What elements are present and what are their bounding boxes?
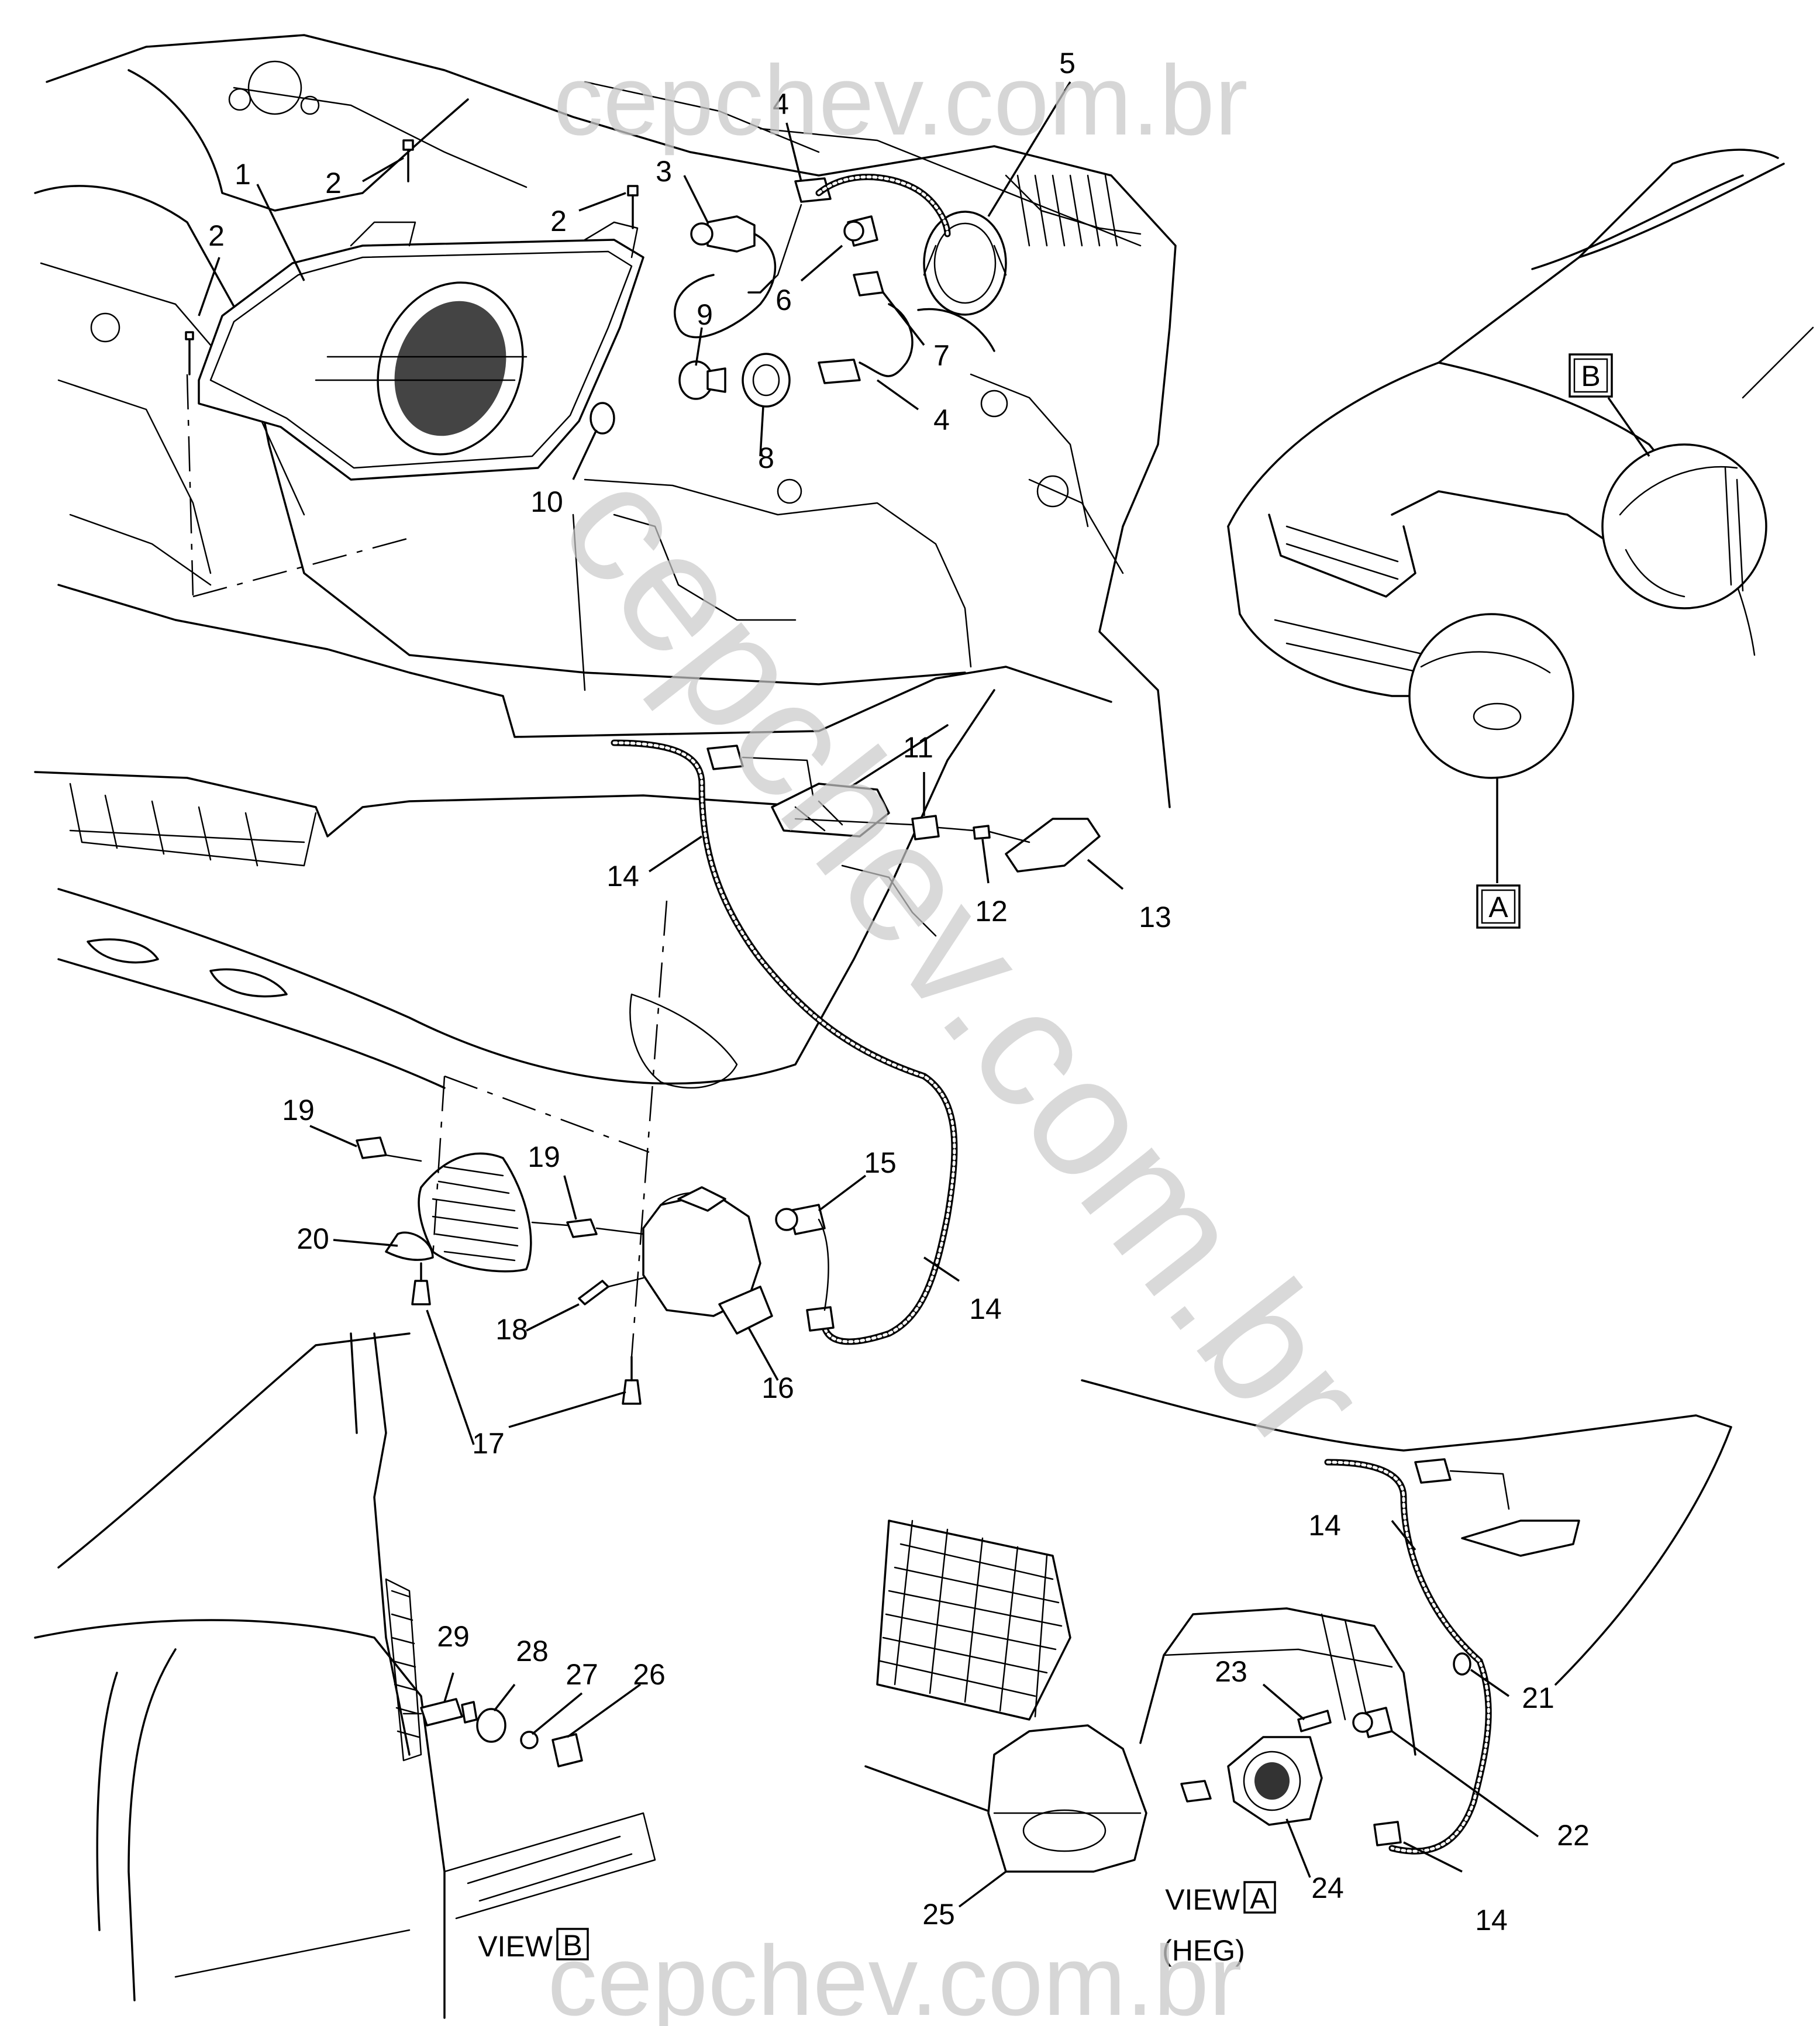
view-a-letter: A [1250,1882,1270,1915]
callout-19: 19 [282,1094,315,1126]
watermark-bottom: cepchev.com.br [547,1925,1242,2026]
view-b-reference-box: B [1569,353,1613,398]
callout-10: 10 [530,485,563,518]
bolt-icon [185,139,639,375]
view-a-box-label: A [1488,891,1508,924]
callout-5: 5 [1059,47,1076,80]
locator-line [444,1075,650,1153]
callout-14: 14 [1308,1509,1341,1542]
callout-18: 18 [495,1313,528,1346]
locator-line [186,374,194,597]
view-b-illustration [34,1332,656,2019]
callout-17: 17 [472,1427,505,1460]
callout-27: 27 [566,1658,598,1691]
view-a-word: VIEW [1165,1883,1240,1916]
callout-20: 20 [297,1222,329,1255]
callout-11: 11 [903,731,933,764]
callout-14: 14 [969,1293,1002,1325]
callout-2: 2 [550,205,567,237]
callout-6: 6 [775,284,792,316]
callout-1: 1 [235,158,251,191]
view-b-box-label: B [1581,360,1600,392]
detail-circle-a [1408,613,1574,779]
callout-28: 28 [516,1635,549,1667]
callout-24: 24 [1311,1872,1344,1904]
callout-12: 12 [975,895,1008,928]
side-marker-lamp-parts [794,815,1101,873]
view-a-label: VIEW A (HEG) [1162,1881,1276,1967]
callout-7: 7 [933,339,950,372]
callout-8: 8 [758,442,774,474]
callout-19: 19 [528,1141,560,1173]
callout-15: 15 [864,1146,897,1179]
view-b-word: VIEW [478,1930,553,1963]
callout-3: 3 [656,155,672,188]
callout-2: 2 [208,219,225,252]
callout-4: 4 [933,404,950,436]
callout-21: 21 [1522,1682,1554,1714]
locator-line [192,537,410,598]
view-a-illustration [864,1379,1732,1873]
callout-25: 25 [922,1898,955,1931]
headlamp-bulbs-and-sockets [590,174,1007,435]
view-a-note: (HEG) [1162,1934,1245,1967]
callout-14: 14 [1475,1904,1508,1937]
fog-lamp-assembly [356,1136,829,1405]
locator-line [630,900,668,1357]
callout-4: 4 [773,88,789,120]
callout-16: 16 [761,1372,794,1404]
callout-29: 29 [437,1620,470,1653]
detail-circle-b [1601,443,1767,609]
locator-line [432,1076,446,1258]
callout-9: 9 [697,298,713,331]
watermark-top: cepchev.com.br [553,45,1247,156]
callout-2: 2 [325,167,342,199]
callout-22: 22 [1557,1819,1590,1852]
callout-leaders [198,81,1539,1908]
front-fascia-illustration [34,689,995,1089]
callout-14: 14 [606,860,639,893]
view-b-letter: B [563,1929,582,1962]
callout-13: 13 [1139,901,1171,933]
engine-bay-illustration [34,34,1177,808]
headlamp-assembly [198,221,644,481]
callout-23: 23 [1215,1655,1247,1688]
callout-26: 26 [633,1658,666,1691]
vehicle-overview-illustration [1227,149,1814,883]
fog-lamp-wiring-harness [611,739,958,1345]
watermark-diagonal: cepchev.com.br [525,433,1404,1484]
view-a-reference-box: A [1476,884,1521,929]
view-b-label: VIEW B [478,1928,589,1963]
callout-numbers: 1 2 2 2 3 4 4 5 6 7 8 9 10 11 12 13 14 1… [208,47,1590,1937]
